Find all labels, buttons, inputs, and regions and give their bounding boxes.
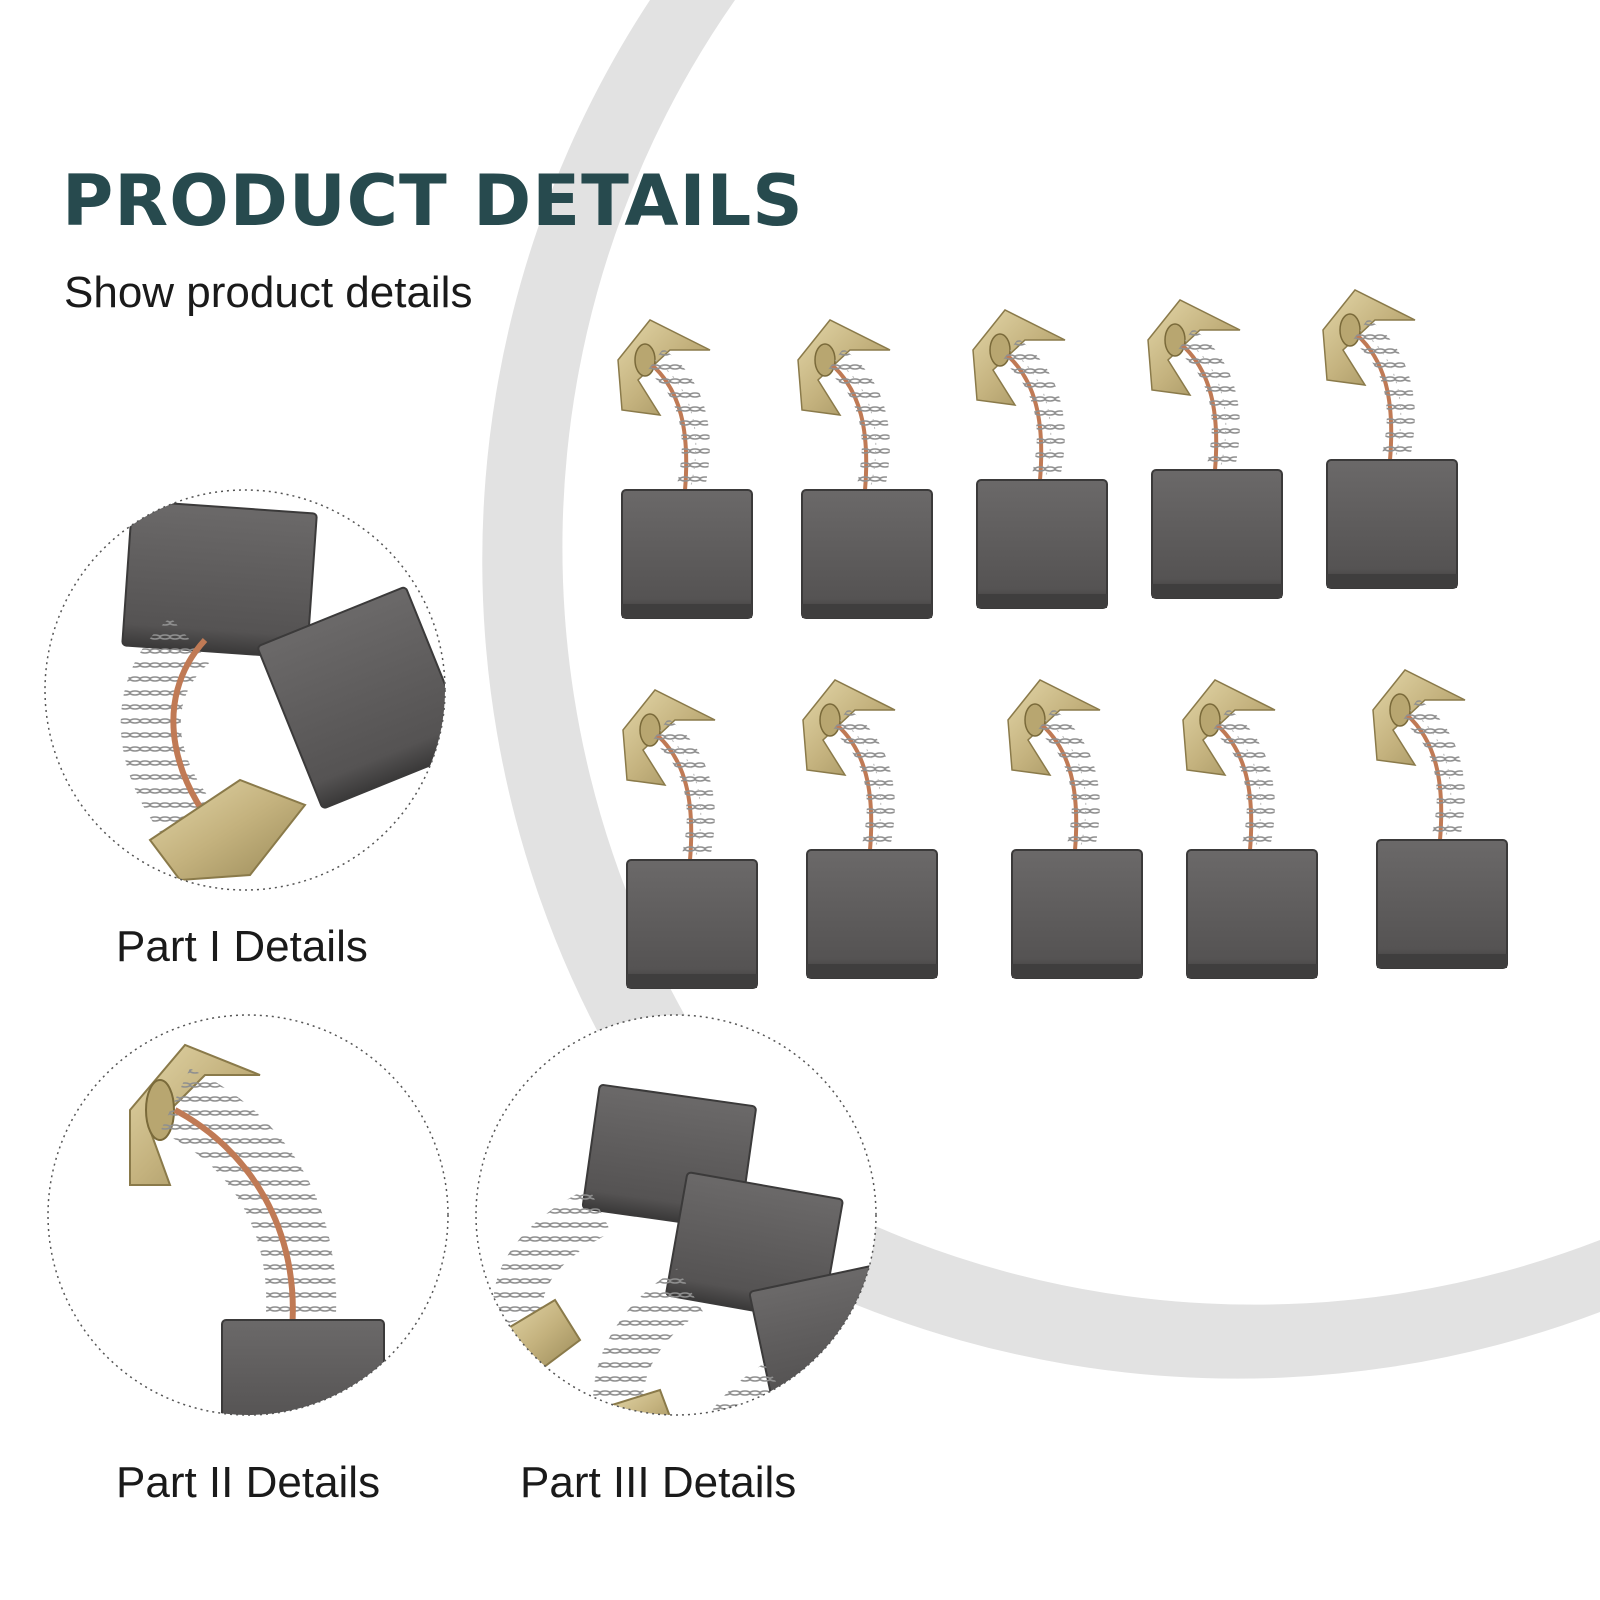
page-subtitle: Show product details [64, 268, 473, 317]
caption-part-2: Part II Details [116, 1458, 381, 1507]
carbon-brush [623, 690, 757, 988]
carbon-brush [973, 310, 1107, 608]
carbon-brush [798, 320, 932, 618]
carbon-brush [1323, 290, 1457, 588]
detail-circle-part-3 [475, 1014, 877, 1416]
page-title: PRODUCT DETAILS [62, 160, 804, 242]
carbon-brush [1373, 670, 1507, 968]
carbon-brush [1008, 680, 1142, 978]
carbon-brush [803, 680, 937, 978]
detail-circle-part-2 [47, 1014, 449, 1416]
carbon-brush [1183, 680, 1317, 978]
caption-part-3: Part III Details [520, 1458, 797, 1507]
caption-part-1: Part I Details [116, 922, 368, 971]
carbon-brush [618, 320, 752, 618]
carbon-brush [1148, 300, 1282, 598]
detail-circle-part-1 [44, 489, 446, 891]
